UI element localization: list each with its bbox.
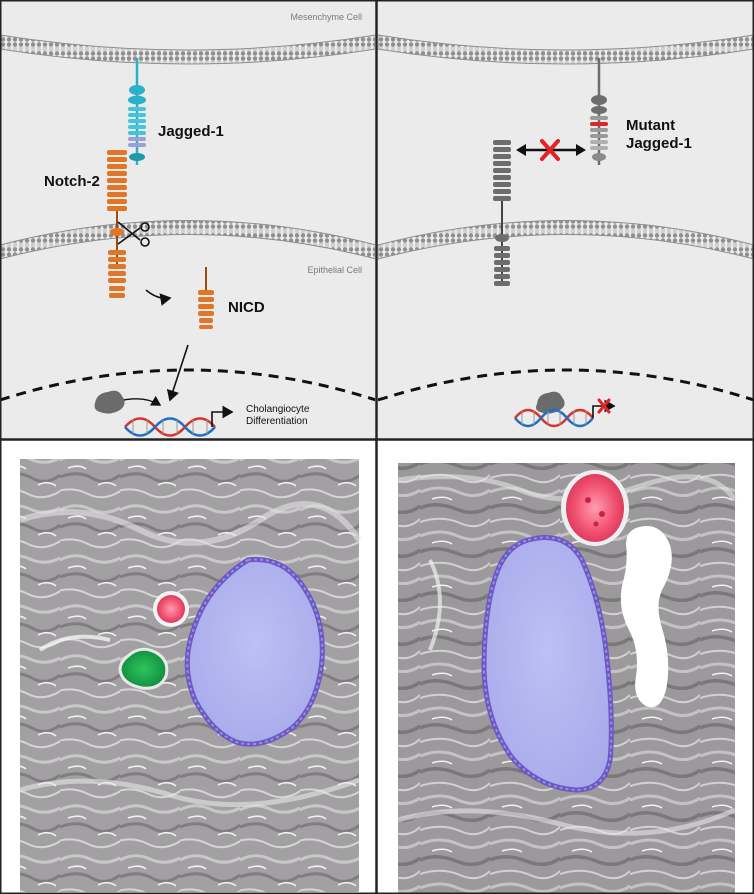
epithelial-cell-label: Epithelial Cell xyxy=(307,265,362,275)
notch2-receptor xyxy=(107,150,127,298)
red-x-icon xyxy=(540,139,560,161)
epithelial-membrane xyxy=(1,220,375,260)
nuclear-envelope-mutant xyxy=(378,368,753,402)
nicd-fragment xyxy=(198,267,214,329)
mutant-signaling-panel: Mutant Jagged-1 xyxy=(378,1,753,438)
dna-helix-mutant-icon xyxy=(514,408,594,428)
portal-vein-mutant xyxy=(620,526,672,708)
scissors-icon xyxy=(117,221,150,247)
mesenchyme-cell-label: Mesenchyme Cell xyxy=(290,12,362,22)
nuclear-translocation-arrow xyxy=(166,344,189,402)
mutant-jagged1-ligand xyxy=(590,58,608,165)
normal-portal-tract-histology xyxy=(1,441,375,893)
hepatic-artery xyxy=(157,595,185,623)
notch2-label: Notch-2 xyxy=(44,173,100,190)
transcription-arrow xyxy=(211,405,234,427)
outcome-label-line2: Differentiation xyxy=(246,416,308,427)
nicd-label: NICD xyxy=(228,299,265,316)
outcome-label-line1: Cholangiocyte xyxy=(246,404,310,415)
release-arrow xyxy=(145,289,172,306)
portal-vein xyxy=(118,647,169,690)
transcription-complex xyxy=(94,390,125,414)
mutant-jagged1-label-line2: Jagged-1 xyxy=(626,135,692,152)
transcription-block-x-icon xyxy=(597,398,611,414)
wildtype-signaling-panel: Jagged-1 Notch-2 xyxy=(1,1,375,438)
hepatic-artery-mutant xyxy=(566,474,624,542)
alagille-portal-tract-histology xyxy=(378,441,753,893)
dna-helix-icon xyxy=(124,417,216,437)
jagged1-ligand xyxy=(128,58,146,165)
nuclear-envelope xyxy=(1,368,375,402)
mutant-jagged1-label-line1: Mutant xyxy=(626,117,675,134)
transcription-complex-mutant xyxy=(536,391,565,414)
jagged1-label: Jagged-1 xyxy=(158,123,224,140)
binding-arrow xyxy=(123,395,162,406)
blocked-transcription-arrow xyxy=(592,399,616,418)
mesenchyme-membrane-mutant xyxy=(378,34,753,65)
mesenchyme-membrane xyxy=(1,34,375,65)
epithelial-membrane-mutant xyxy=(378,220,753,260)
notch2-receptor-unbound xyxy=(493,140,511,286)
